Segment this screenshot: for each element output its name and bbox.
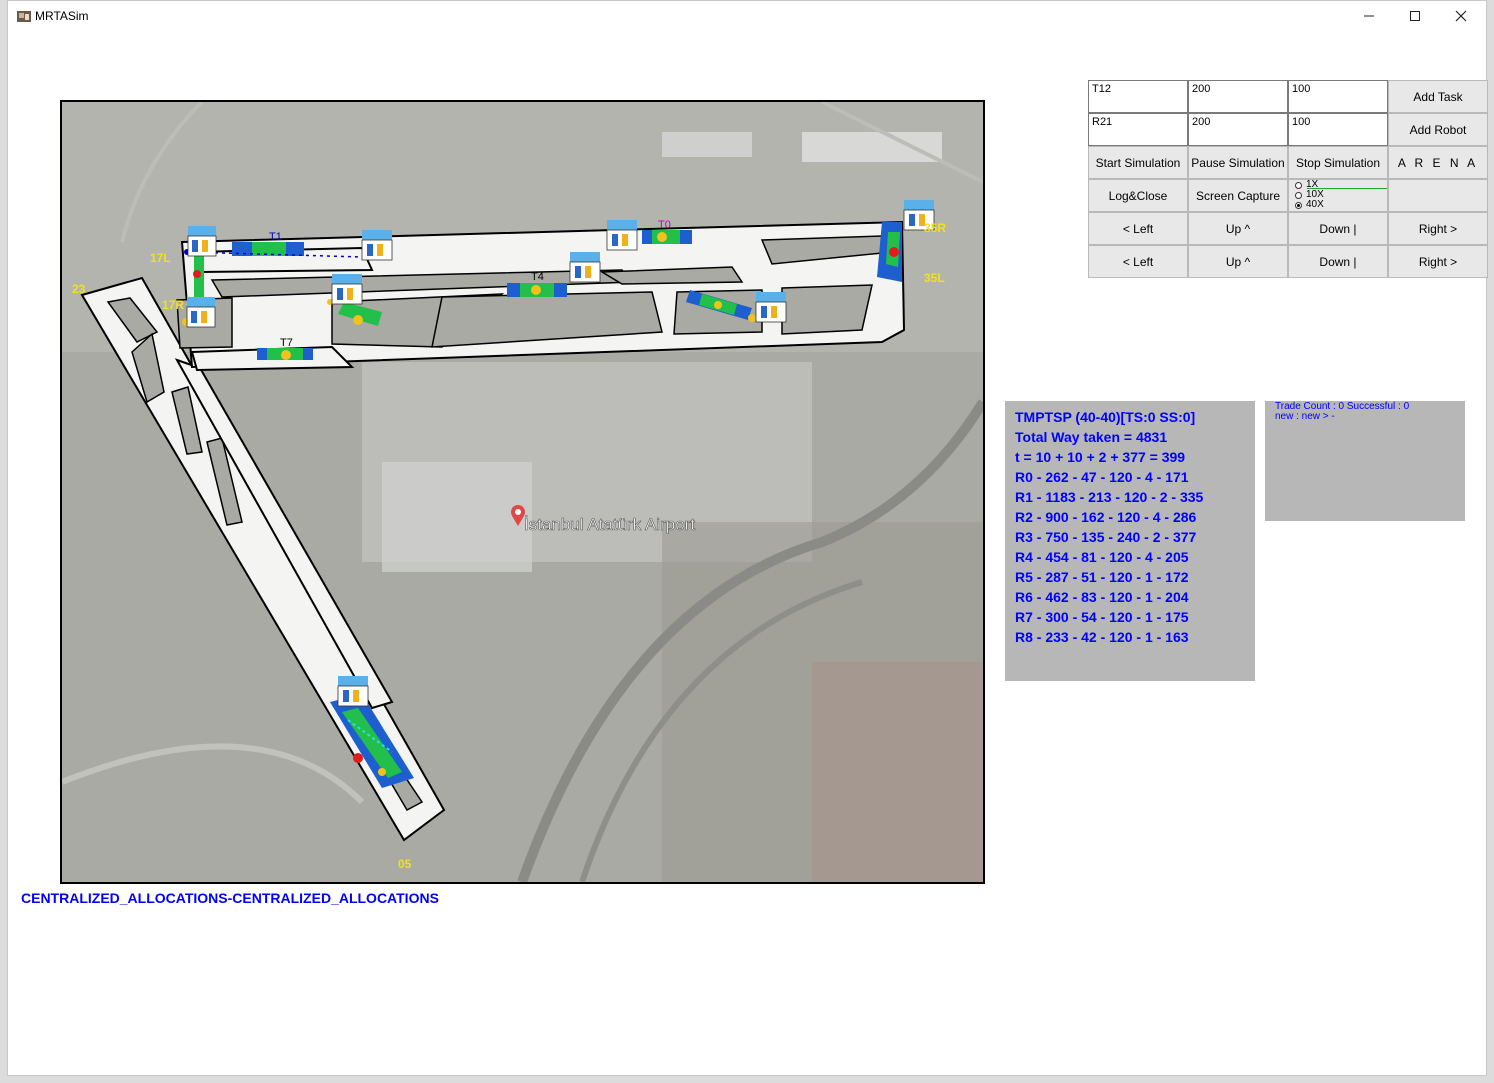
robot-x-input[interactable]: 200 — [1188, 113, 1288, 146]
stats-line: R6 - 462 - 83 - 120 - 1 - 204 — [1015, 589, 1189, 605]
task-label-t1: T1 — [269, 231, 282, 243]
stats-line: R4 - 454 - 81 - 120 - 4 - 205 — [1015, 549, 1189, 565]
window-title: MRTASim — [35, 9, 89, 23]
speed-option-1x[interactable]: 1X — [1295, 180, 1318, 190]
stats-line: R2 - 900 - 162 - 120 - 4 - 286 — [1015, 509, 1197, 525]
trade-count-line: Trade Count : 0 Successful : 0 — [1275, 401, 1410, 412]
robot-y-input[interactable]: 100 — [1288, 113, 1388, 146]
minimize-button[interactable] — [1346, 1, 1392, 31]
pan-left-button-2[interactable]: < Left — [1088, 245, 1188, 278]
minimize-icon — [1364, 15, 1374, 17]
close-icon — [1455, 10, 1467, 22]
runway-label-35l: 35L — [924, 271, 945, 285]
stats-panel: TMPTSP (40-40)[TS:0 SS:0] Total Way take… — [1005, 401, 1255, 681]
maximize-icon — [1410, 11, 1420, 21]
task-id-input[interactable]: T12 — [1088, 80, 1188, 113]
task-y-input[interactable]: 100 — [1288, 80, 1388, 113]
empty-cell — [1388, 179, 1488, 212]
pan-right-button-2[interactable]: Right > — [1388, 245, 1488, 278]
post-building-icon — [337, 676, 369, 707]
pan-up-button-2[interactable]: Up ^ — [1188, 245, 1288, 278]
speed-option-10x[interactable]: 10X — [1295, 190, 1324, 200]
task-x-input[interactable]: 200 — [1188, 80, 1288, 113]
pan-right-button-1[interactable]: Right > — [1388, 212, 1488, 245]
trade-panel: Trade Count : 0 Successful : 0 new : new… — [1265, 401, 1465, 521]
stop-simulation-button[interactable]: Stop Simulation — [1288, 146, 1388, 179]
pan-down-button-1[interactable]: Down | — [1288, 212, 1388, 245]
log-close-button[interactable]: Log&Close — [1088, 179, 1188, 212]
runway-label-17l: 17L — [150, 251, 171, 265]
stats-line: t = 10 + 10 + 2 + 377 = 399 — [1015, 449, 1186, 465]
trade-status-line: new : new > - — [1275, 411, 1335, 422]
airport-name-label: İstanbul Atatürk Airport — [524, 515, 695, 534]
add-task-button[interactable]: Add Task — [1388, 80, 1488, 113]
stats-line: R0 - 262 - 47 - 120 - 4 - 171 — [1015, 469, 1189, 485]
stats-line: TMPTSP (40-40)[TS:0 SS:0] — [1015, 409, 1196, 425]
location-pin-icon — [511, 505, 525, 526]
pause-simulation-button[interactable]: Pause Simulation — [1188, 146, 1288, 179]
pan-left-button-1[interactable]: < Left — [1088, 212, 1188, 245]
post-building-icon — [331, 274, 363, 305]
runway-label-23: 23 — [72, 282, 86, 296]
start-simulation-button[interactable]: Start Simulation — [1088, 146, 1188, 179]
runway-label-05: 05 — [398, 857, 412, 871]
add-robot-button[interactable]: Add Robot — [1388, 113, 1488, 146]
pan-down-button-2[interactable]: Down | — [1288, 245, 1388, 278]
close-button[interactable] — [1438, 1, 1484, 31]
stats-line: R1 - 1183 - 213 - 120 - 2 - 335 — [1015, 489, 1204, 505]
post-building-icon — [606, 220, 638, 251]
post-building-icon — [755, 292, 787, 323]
robot-id-input[interactable]: R21 — [1088, 113, 1188, 146]
task-label-t0: T0 — [658, 219, 671, 231]
arena-map[interactable]: İstanbul Atatürk Airport 17L 17R 23 05 3… — [60, 100, 985, 884]
post-building-icon — [569, 252, 601, 283]
radio-icon — [1295, 181, 1302, 189]
arena-canvas: İstanbul Atatürk Airport 17L 17R 23 05 3… — [62, 102, 983, 882]
speed-selector: 1X 10X 40X — [1288, 179, 1388, 212]
stats-line: R5 - 287 - 51 - 120 - 1 - 172 — [1015, 569, 1189, 585]
post-building-icon — [186, 297, 216, 328]
radio-icon — [1295, 191, 1302, 199]
post-building-icon — [361, 230, 393, 261]
maximize-button[interactable] — [1392, 1, 1438, 31]
app-window: MRTASim — [7, 0, 1488, 1076]
app-icon — [17, 11, 31, 22]
arena-button[interactable]: A R E N A — [1388, 146, 1488, 179]
post-building-icon — [903, 200, 935, 231]
stats-line: Total Way taken = 4831 — [1015, 429, 1168, 445]
stats-line: R8 - 233 - 42 - 120 - 1 - 163 — [1015, 629, 1189, 645]
runway-label-35r: 35R — [924, 221, 946, 235]
task-label-t4: T4 — [531, 271, 544, 283]
post-building-icon — [187, 226, 217, 257]
stats-line: R7 - 300 - 54 - 120 - 1 - 175 — [1015, 609, 1189, 625]
stats-line: R3 - 750 - 135 - 240 - 2 - 377 — [1015, 529, 1197, 545]
title-bar: MRTASim — [8, 1, 1486, 31]
speed-option-40x[interactable]: 40X — [1295, 200, 1324, 210]
control-panel: T12 200 100 Add Task R21 200 100 Add Rob… — [1088, 80, 1488, 278]
runway-label-17r: 17R — [162, 298, 184, 312]
screen-capture-button[interactable]: Screen Capture — [1188, 179, 1288, 212]
speed-indicator-line — [1307, 188, 1387, 189]
pan-up-button-1[interactable]: Up ^ — [1188, 212, 1288, 245]
allocation-mode-label: CENTRALIZED_ALLOCATIONS-CENTRALIZED_ALLO… — [21, 890, 439, 906]
task-label-t7: T7 — [280, 337, 293, 349]
radio-selected-icon — [1295, 201, 1302, 209]
